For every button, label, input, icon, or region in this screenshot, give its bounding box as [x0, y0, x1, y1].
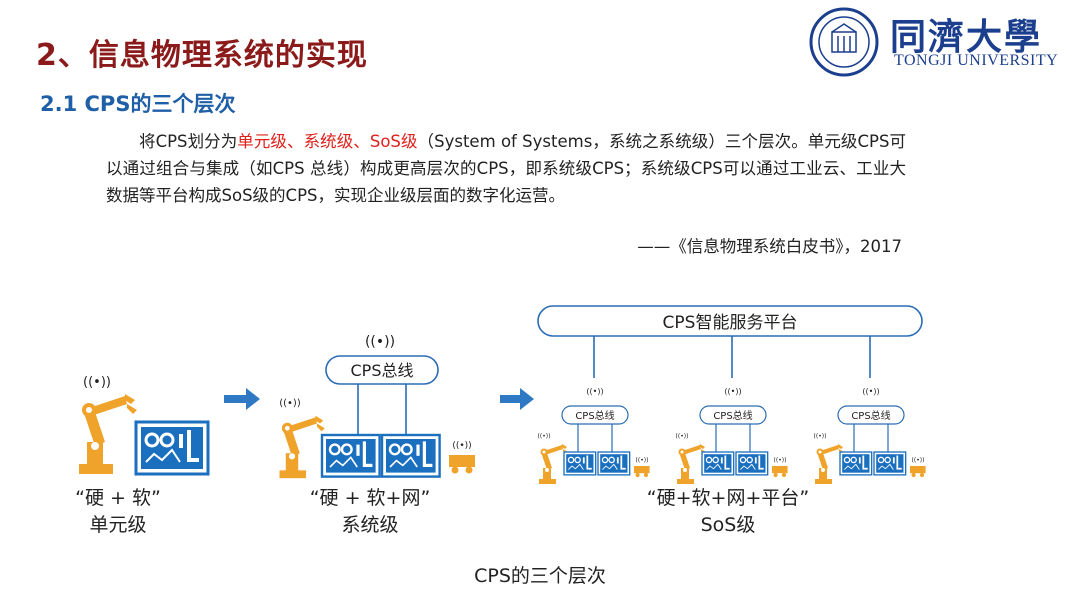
- level-name: 系统级: [341, 514, 398, 536]
- cps-levels-diagram: ((•)) ((•)) CPS总线 ((•)) ((•)) CPS智能服务平台 …: [75, 305, 926, 536]
- university-seal-icon: [809, 7, 879, 77]
- hmi-screen-icon: [563, 451, 597, 476]
- arrow-right-icon: [224, 388, 260, 410]
- hmi-screen-icon: [701, 451, 735, 476]
- body-paragraph: 将CPS划分为单元级、系统级、SoS级（System of Systems，系统…: [106, 128, 906, 209]
- wifi-icon: ((•)): [279, 398, 301, 409]
- level-quote: “硬 + 软”: [75, 487, 161, 509]
- level-name: SoS级: [701, 514, 756, 536]
- hmi-screen-icon: [735, 451, 769, 476]
- logo-name-cn: 同濟大學: [890, 16, 1043, 58]
- hmi-screen-icon: [839, 451, 873, 476]
- cps-bus-box: [325, 355, 439, 385]
- slide-title: 2、信息物理系统的实现: [36, 38, 368, 73]
- para-highlight: 单元级、系统级、SoS级: [237, 132, 418, 151]
- university-logo: [808, 6, 1078, 78]
- citation: ——《信息物理系统白皮书》，2017: [637, 237, 902, 256]
- wifi-icon: ((•)): [774, 457, 787, 464]
- cps-platform-label: CPS智能服务平台: [663, 313, 798, 333]
- hmi-screen-icon: [873, 451, 907, 476]
- robot-arm-icon: [279, 415, 325, 479]
- level-quote: “硬 + 软+网”: [310, 487, 431, 509]
- wifi-icon: ((•)): [586, 387, 603, 396]
- cps-bus-label: CPS总线: [575, 409, 614, 422]
- cps-bus-box: [699, 405, 767, 425]
- level-quote: “硬+软+网+平台”: [647, 487, 809, 509]
- hmi-screen-icon: [134, 420, 210, 476]
- logo-name-en: TONGJI UNIVERSITY: [894, 52, 1059, 69]
- wifi-icon: ((•)): [814, 433, 827, 440]
- agv-cart-icon: [449, 455, 475, 474]
- wifi-icon: ((•)): [365, 334, 395, 350]
- wifi-icon: ((•)): [452, 441, 471, 451]
- cps-bus-box: [837, 405, 905, 425]
- wifi-icon: ((•)): [636, 457, 649, 464]
- arrow-right-icon: [500, 388, 534, 410]
- wifi-icon: ((•)): [538, 433, 551, 440]
- level-name: 单元级: [89, 514, 146, 536]
- robot-arm-icon: [79, 394, 137, 474]
- para-rest: （System of Systems，系统之系统级）三个层次。单元级CPS可以通…: [106, 132, 906, 205]
- cps-bus-box: [561, 405, 629, 425]
- wifi-icon: ((•)): [862, 387, 879, 396]
- hmi-screen-icon: [597, 451, 631, 476]
- cps-platform-box: [537, 305, 923, 337]
- agv-cart-icon: [634, 466, 650, 478]
- cps-bus-label: CPS总线: [351, 361, 414, 380]
- section-subtitle: 2.1 CPS的三个层次: [40, 92, 236, 116]
- figure-caption: CPS的三个层次: [474, 565, 606, 587]
- agv-cart-icon: [910, 466, 926, 478]
- hmi-screen-icon: [380, 433, 441, 478]
- agv-cart-icon: [772, 466, 788, 478]
- wifi-icon: ((•)): [83, 375, 111, 390]
- wifi-icon: ((•)): [724, 387, 741, 396]
- cps-bus-label: CPS总线: [851, 409, 890, 422]
- wifi-icon: ((•)): [912, 457, 925, 464]
- wifi-icon: ((•)): [676, 433, 689, 440]
- para-lead: 将CPS划分为: [139, 132, 238, 151]
- cps-bus-label: CPS总线: [713, 409, 752, 422]
- hmi-screen-icon: [320, 433, 381, 478]
